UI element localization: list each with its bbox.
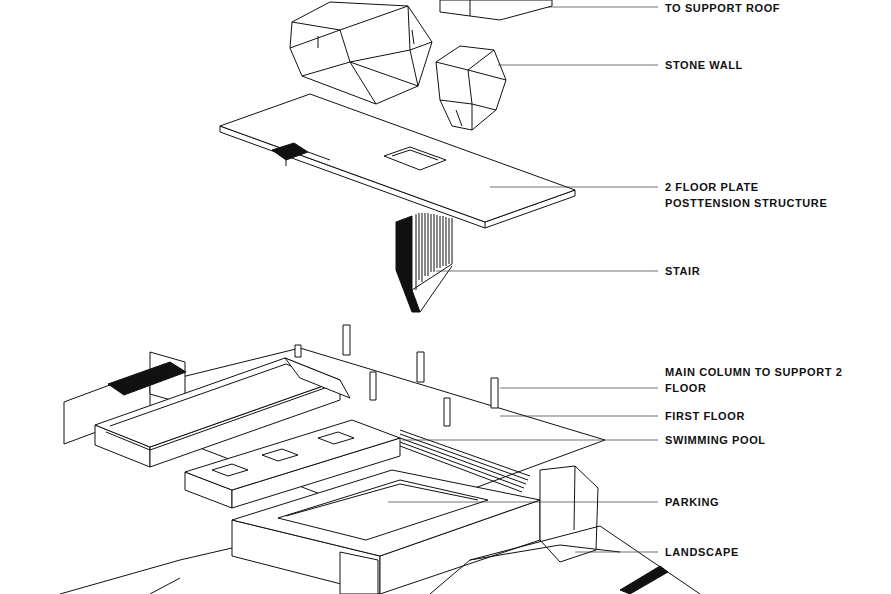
part-label: TO SUPPORT ROOF — [665, 0, 845, 16]
part-label: 2 FLOOR PLATE POSTTENSION STRUCTURE — [665, 179, 845, 211]
part-label: LANDSCAPE — [665, 544, 845, 560]
stair-hatch — [108, 362, 186, 395]
part-label: STAIR — [665, 263, 845, 279]
roof-edge — [470, 0, 471, 16]
ramp-edge — [574, 466, 575, 530]
landscape — [60, 526, 700, 594]
part-label: MAIN COLUMN TO SUPPORT 2 FLOOR — [665, 364, 845, 396]
floor-plate — [220, 94, 575, 228]
stair — [396, 213, 452, 312]
part-label: PARKING — [665, 494, 845, 510]
column — [295, 325, 498, 426]
stone-wall — [290, 2, 432, 104]
parking — [232, 470, 540, 594]
ramp — [540, 466, 598, 562]
part-label: SWIMMING POOL — [665, 432, 845, 448]
part-label: STONE WALL — [665, 57, 845, 73]
stone-wall — [436, 46, 506, 130]
roof-fragment — [440, 0, 552, 20]
part-label: FIRST FLOOR — [665, 408, 845, 424]
leader-line — [388, 7, 658, 552]
